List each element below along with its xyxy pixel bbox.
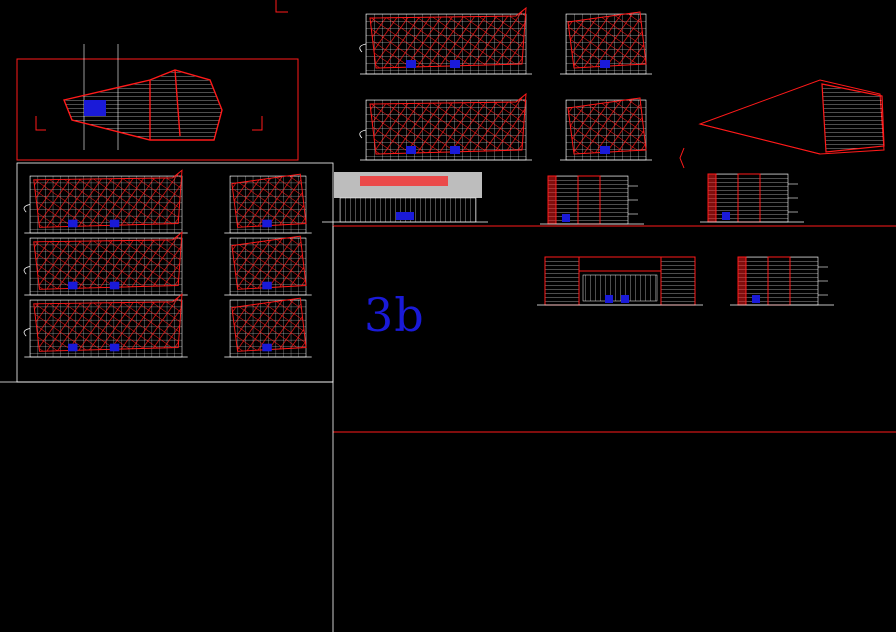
elevation-top-2[interactable] [559,11,653,75]
elevation-mid-5[interactable] [729,256,835,306]
elevation-panel-left[interactable] [16,162,334,383]
corner-marker [275,0,288,13]
perspective-frame-1[interactable] [16,44,299,161]
elevation-top-1[interactable] [359,7,533,75]
sheet-label: 3b [364,288,425,342]
elevation-mid-4[interactable] [536,256,704,306]
elevation-mid-3[interactable] [699,173,805,223]
elevation-top-4[interactable] [559,97,653,161]
elevation-gray-front[interactable] [322,172,488,223]
elevation-top-3[interactable] [359,93,533,161]
perspective-top-right[interactable] [679,79,885,169]
elevation-mid-2[interactable] [539,175,645,225]
